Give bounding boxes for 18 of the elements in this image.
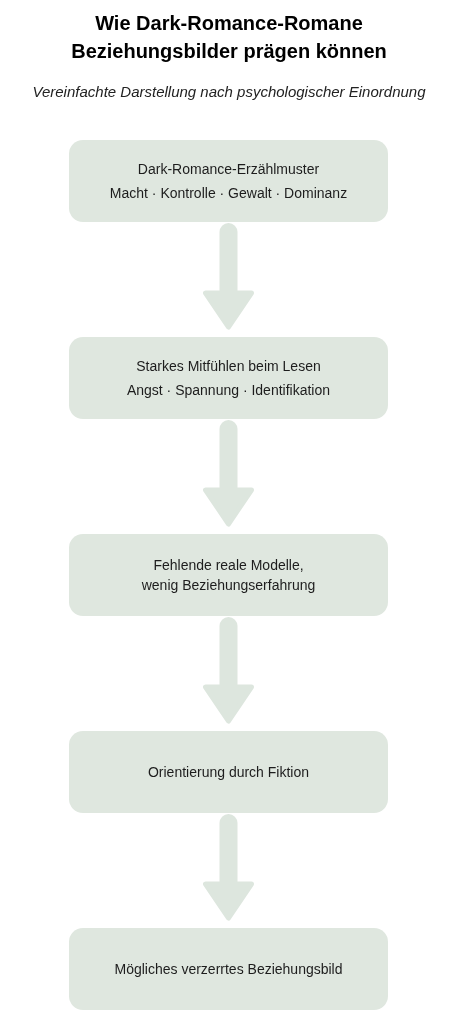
process-box [69,337,388,419]
diagram-title: Wie Dark-Romance-Romane Beziehungsbilder prägen können [70,11,388,64]
process-box [69,534,388,616]
box-label: Fehlende reale Modelle, wenig Beziehungserfahrung [140,556,317,595]
arrow [203,420,254,527]
arrow [203,617,254,724]
diagram-subtitle: Vereinfachte Darstellung nach psychologischer Einordnung [31,82,427,102]
process-box [69,140,388,222]
arrow [203,814,254,921]
process-box [69,928,388,1010]
box-label: Mögliches verzerrtes Beziehungsbild [114,960,343,979]
arrow [203,223,254,330]
process-box [69,731,388,813]
box-label: Dark-Romance-Erzählmuster [137,160,320,179]
box-keywords: Macht · Kontrolle · Gewalt · Dominanz [109,184,348,203]
box-label: Starkes Mitfühlen beim Lesen [136,357,321,376]
box-label: Orientierung durch Fiktion [147,763,310,782]
box-keywords: Angst · Spannung · Identifikation [126,381,331,400]
